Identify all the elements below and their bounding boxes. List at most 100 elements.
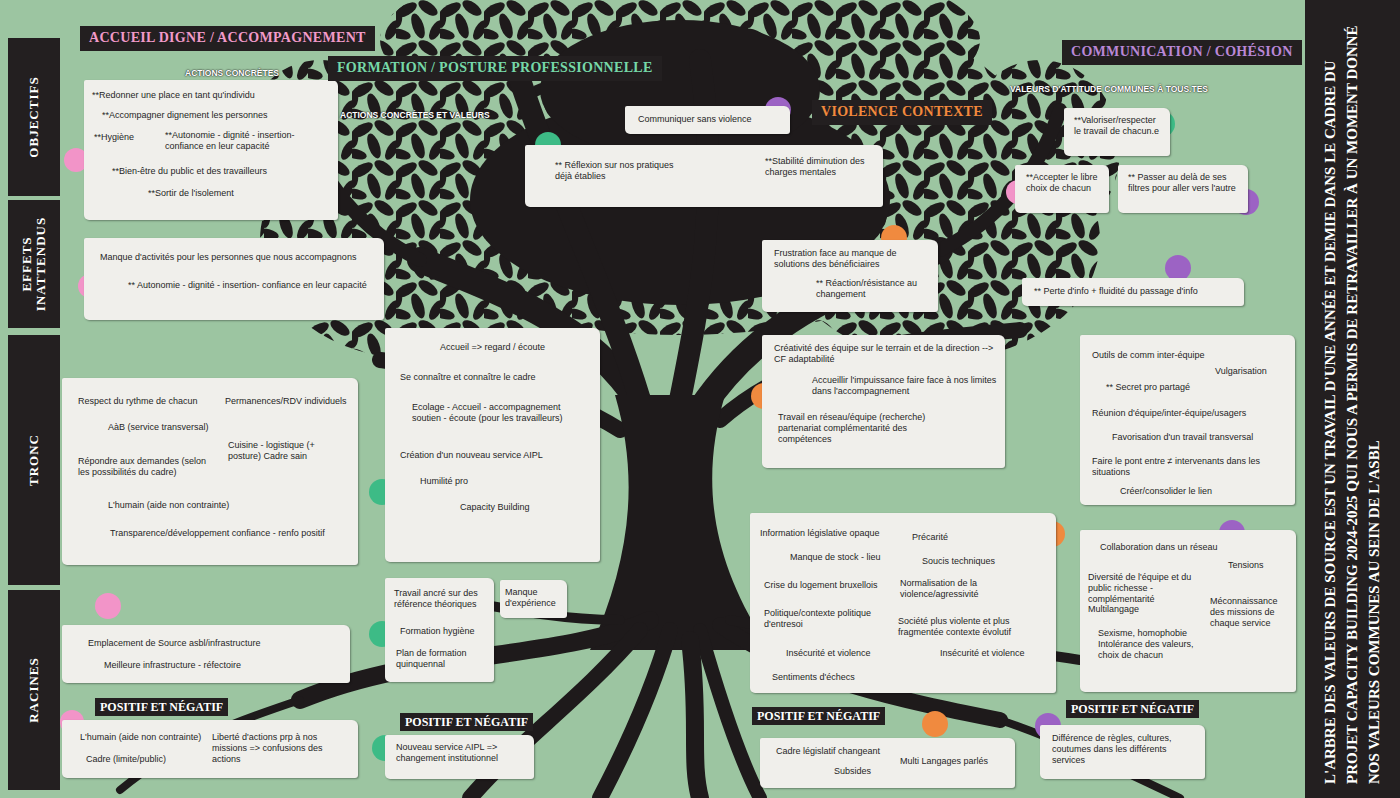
side-panel <box>1305 0 1400 798</box>
column-subtitle: VALEURS D'ATTITUDE COMMUNES À TOUS.TES <box>1010 84 1208 94</box>
note-text: Multi Langages parlés <box>900 756 988 767</box>
note-text: Méconnaissance des missions de chaque se… <box>1210 596 1288 628</box>
theme-heading: COMMUNICATION / COHÉSION <box>1062 40 1302 65</box>
paper-note: **Accepter le libre choix de chacun <box>1015 165 1109 213</box>
section-tab: EFFETS INATTENDUS <box>8 200 60 328</box>
note-text: Accueil => regard / écoute <box>440 342 545 353</box>
section-tab: TRONC <box>8 335 60 585</box>
note-text: Plan de formation quinquennal <box>396 648 486 670</box>
note-text: Politique/contexte politique d'entresoi <box>764 608 882 630</box>
note-text: **Sortir de l'isolement <box>148 188 234 199</box>
note-text: Transparence/développement confiance - r… <box>110 528 325 539</box>
paper-note: L'humain (aide non contrainte) Cadre (lim… <box>62 720 358 778</box>
paper-note: Nouveau service AIPL => changement insti… <box>385 735 534 779</box>
note-text: Outils de comm inter-équipe <box>1092 350 1205 361</box>
note-text: Capacity Building <box>460 502 530 513</box>
paper-note: Accueil => regard / écoute Se connaître e… <box>385 328 600 562</box>
note-text: **Bien-être du public et des travailleur… <box>112 166 267 177</box>
note-text: Sentiments d'échecs <box>772 672 855 683</box>
section-label: TRONC <box>27 341 41 579</box>
note-text: Création d'un nouveau service AIPL <box>400 450 543 461</box>
note-text: Subsides <box>834 766 871 777</box>
section-label: RACINES <box>27 596 41 784</box>
note-text: **Hygiène <box>94 132 134 143</box>
note-text: ** Passer au delà de ses filtres pour al… <box>1128 172 1240 194</box>
paper-note: Créativité des équipe sur le terrain et … <box>762 335 1005 468</box>
paper-note: Respect du rythme de chacun Permanences/R… <box>62 378 358 565</box>
theme-heading: FORMATION / POSTURE PROFESSIONNELLE <box>328 56 662 81</box>
note-text: Diversité de l'équipe et du public riche… <box>1088 572 1206 615</box>
section-tab: RACINES <box>8 590 60 790</box>
heading-text: COMMUNICATION / COHÉSION <box>1071 44 1293 59</box>
note-text: Se connaître et connaître le cadre <box>400 372 536 383</box>
heading-text: ACCUEIL DIGNE / ACCOMPAGNEMENT <box>89 30 366 45</box>
note-text: ** Secret pro partagé <box>1106 382 1190 393</box>
note-text: Cuisine - logistique (+ posture) Cadre s… <box>228 440 350 462</box>
note-text: **Accepter le libre choix de chacun <box>1026 172 1101 194</box>
note-text: Crise du logement bruxellois <box>764 580 878 591</box>
section-label: OBJECTIFS <box>27 44 41 190</box>
note-text: Répondre aux demandes (selon les possibi… <box>78 456 218 478</box>
note-text: Respect du rythme de chacun <box>78 396 198 407</box>
theme-heading: ACCUEIL DIGNE / ACCOMPAGNEMENT <box>80 26 375 51</box>
note-text: Frustration face au manque de solutions … <box>774 248 924 270</box>
note-text: **Redonner une place en tant qu'individu <box>92 90 255 101</box>
note-text: Formation hygiène <box>400 626 475 637</box>
paper-note: **Valoriser/respecter le travail de chac… <box>1064 108 1170 156</box>
section-tab: OBJECTIFS <box>8 38 60 196</box>
paper-note: Manque d'expérience <box>500 580 567 618</box>
note-text: Manque d'expérience <box>505 587 559 609</box>
note-text: Cadre législatif changeant <box>776 746 880 757</box>
column-subtitle: ACTIONS CONCRÈTES ET VALEURS <box>340 110 490 120</box>
note-text: **Autonomie - dignité - insertion- confi… <box>165 130 330 152</box>
column-subtitle: ACTIONS CONCRÈTES <box>185 68 279 78</box>
note-text: **Valoriser/respecter le travail de chac… <box>1074 115 1162 137</box>
note-text: ** Réaction/résistance au changement <box>816 278 928 300</box>
paper-note: Travail ancré sur des référence théoriqu… <box>385 578 494 682</box>
note-text: L'humain (aide non contrainte) <box>80 732 201 743</box>
note-text: Vulgarisation <box>1215 366 1267 377</box>
section-subtitle: POSITIF ET NÉGATIF <box>1066 700 1199 718</box>
heading-text: FORMATION / POSTURE PROFESSIONNELLE <box>337 60 653 75</box>
note-text: Insécurité et violence <box>786 648 871 659</box>
note-text: ** Autonomie - dignité - insertion- conf… <box>128 280 367 291</box>
trunk <box>590 395 770 650</box>
note-text: Permanences/RDV individuels <box>225 396 347 407</box>
paper-note: Manque d'activités pour les personnes qu… <box>84 238 384 320</box>
paper-note: Information législative opaque PrécaritéM… <box>750 513 1056 693</box>
note-text: Précarité <box>912 532 948 543</box>
note-text: Réunion d'équipe/inter-équipe/usagers <box>1092 408 1246 419</box>
note-text: Meilleure infrastructure - réfectoire <box>104 660 241 671</box>
paper-note: ** Passer au delà de ses filtres pour al… <box>1118 165 1248 213</box>
section-label: EFFETS INATTENDUS <box>20 206 49 322</box>
note-text: Normalisation de la violence/agressivité <box>900 578 1020 600</box>
note-text: Information législative opaque <box>760 528 880 539</box>
note-text: Sexisme, homophobie Intolérance des vale… <box>1098 628 1203 660</box>
note-text: Manque d'activités pour les personnes qu… <box>100 252 356 263</box>
paper-note: Emplacement de Source asbl/infrastructur… <box>62 625 350 683</box>
section-subtitle: POSITIF ET NÉGATIF <box>752 707 885 725</box>
paper-note: Frustration face au manque de solutions … <box>762 240 938 312</box>
note-text: Emplacement de Source asbl/infrastructur… <box>88 638 261 649</box>
paper-note: Outils de comm inter-équipeVulgarisation… <box>1080 335 1295 505</box>
note-text: Liberté d'actions prp à nos missions => … <box>212 732 350 764</box>
note-text: **Accompagner dignement les personnes <box>102 110 268 121</box>
section-subtitle: POSITIF ET NÉGATIF <box>400 713 533 731</box>
note-text: Communiquer sans violence <box>638 114 752 125</box>
note-text: Travail en réseau/équipe (recherche) par… <box>778 412 928 444</box>
note-text: Faire le pont entre ≠ intervenants dans … <box>1092 456 1287 478</box>
paper-note: Cadre législatif changeantSubsides Multi … <box>760 738 1015 788</box>
paper-note: ** Perte d'info + fluidité du passage d'… <box>1022 278 1244 306</box>
note-text: Créer/consolider le lien <box>1120 486 1212 497</box>
note-text: Travail ancré sur des référence théoriqu… <box>394 588 486 610</box>
theme-heading: VIOLENCE CONTEXTE <box>812 100 992 125</box>
note-text: Cadre (limite/public) <box>86 754 166 765</box>
note-text: Nouveau service AIPL => changement insti… <box>396 742 526 764</box>
note-text: Accueillir l'impuissance faire face à no… <box>812 375 997 397</box>
paper-note: Communiquer sans violence <box>625 106 790 134</box>
note-text: ** Réflexion sur nos pratiques déjà étab… <box>555 160 675 182</box>
note-text: Créativité des équipe sur le terrain et … <box>774 343 994 365</box>
note-text: Manque de stock - lieu <box>790 552 881 563</box>
